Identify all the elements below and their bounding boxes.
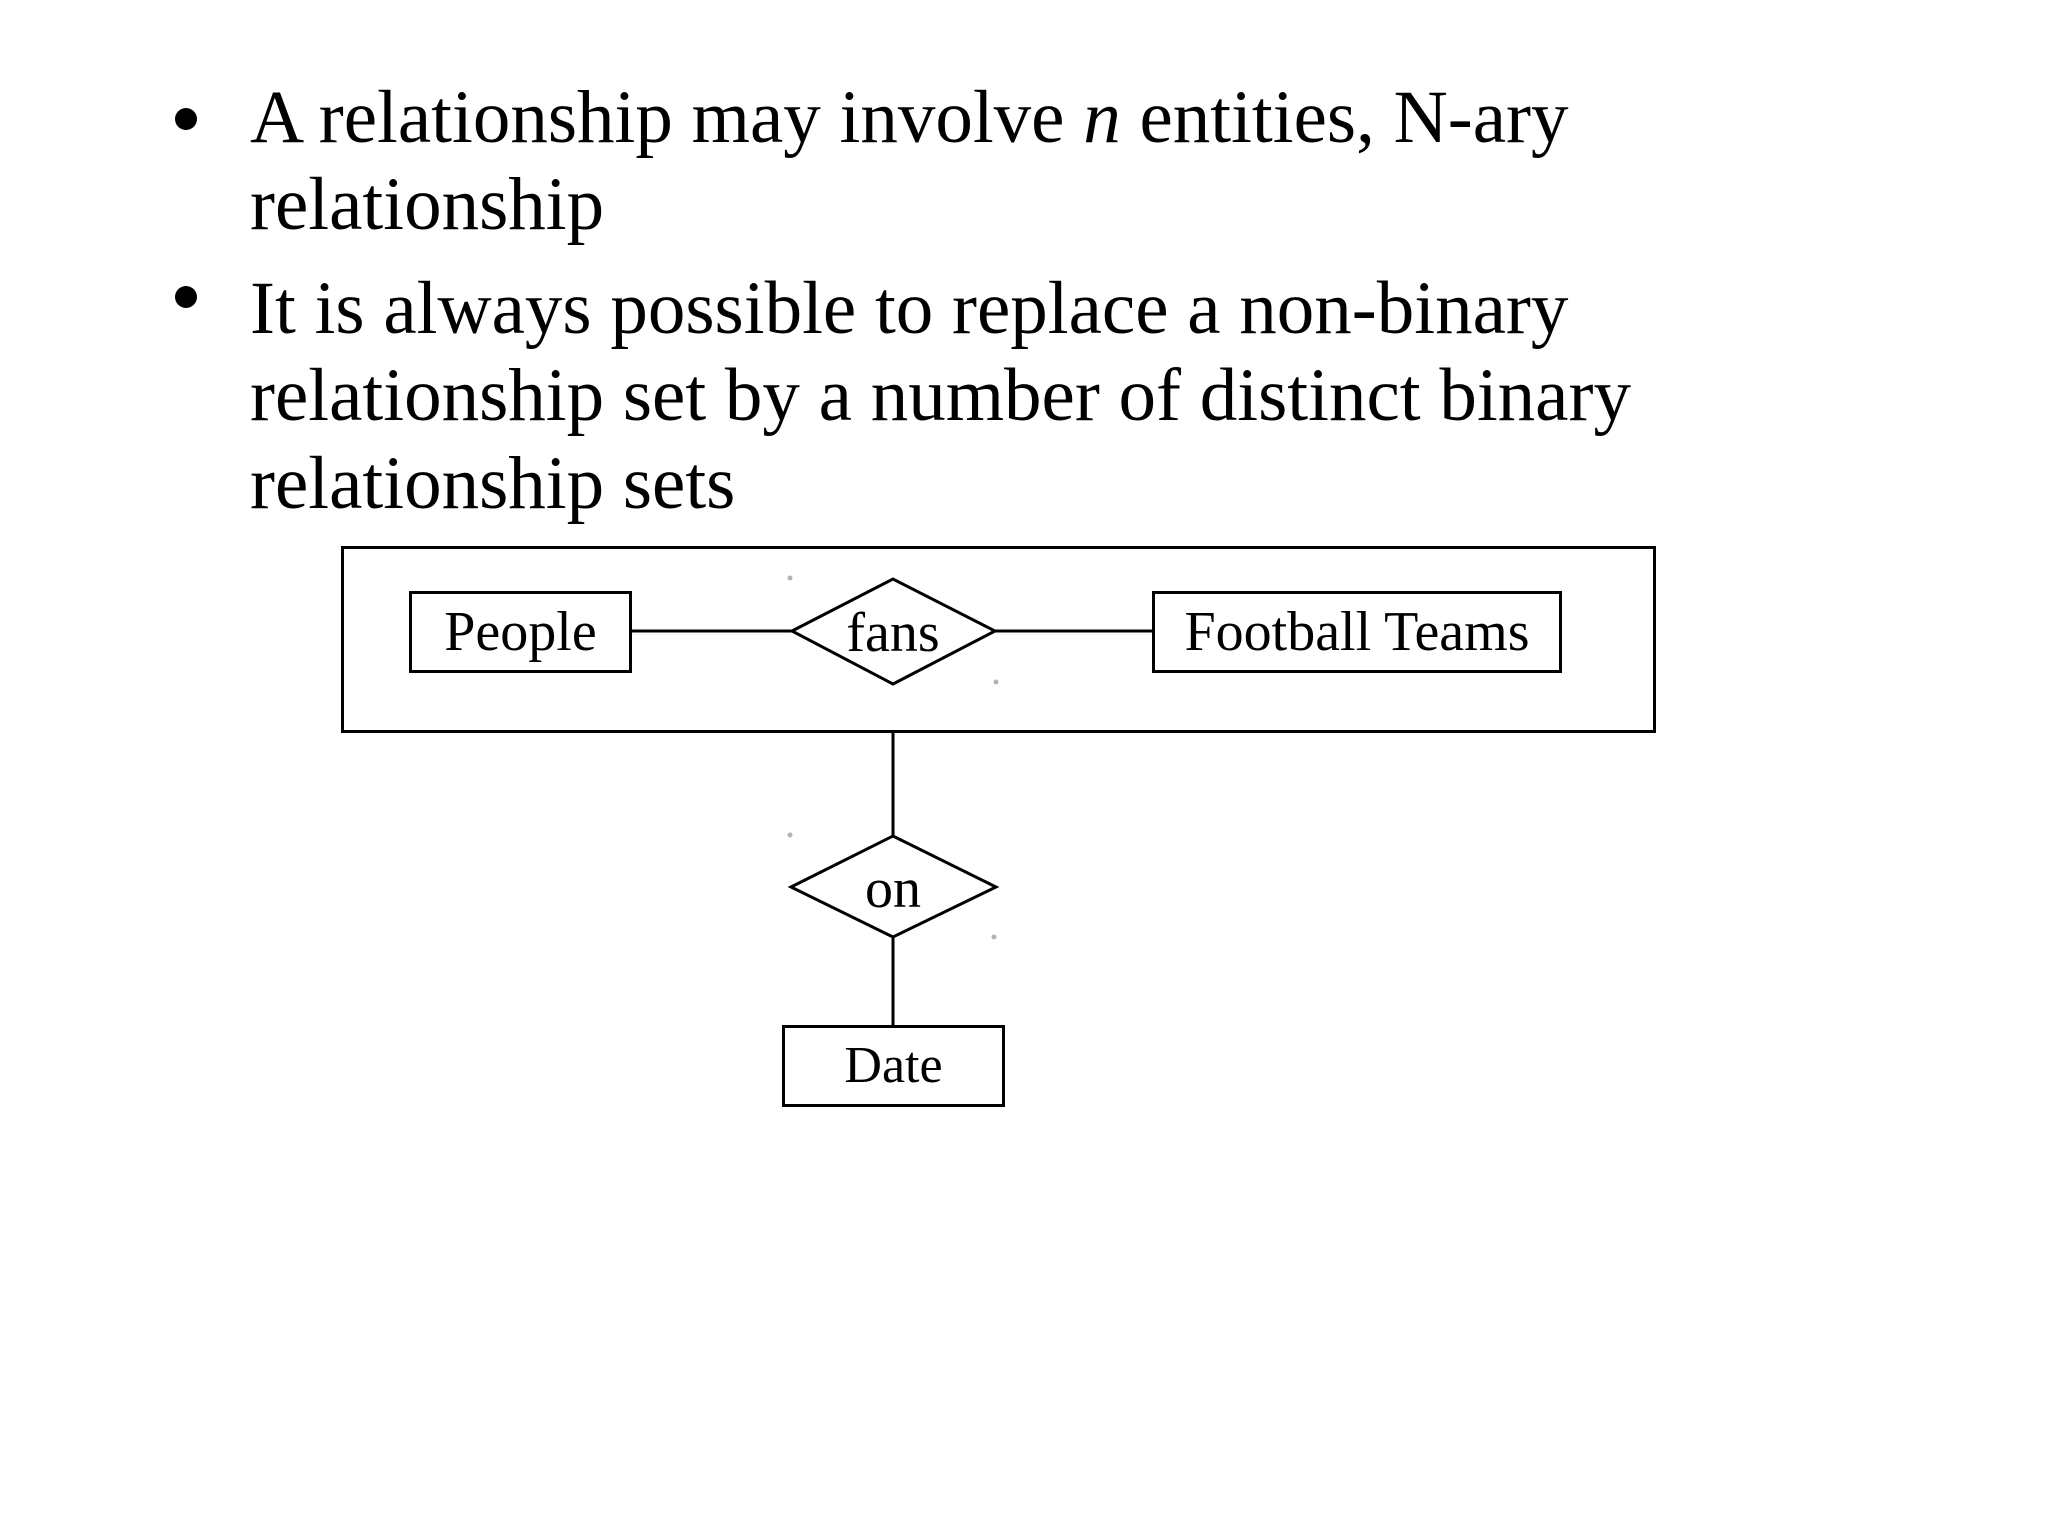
bullet-dot-2 xyxy=(175,286,197,308)
bullet1-line1-post: entities, N-ary xyxy=(1120,76,1569,159)
entity-box-football-teams: Football Teams xyxy=(1152,591,1562,673)
bullet-dot-1 xyxy=(175,108,197,130)
relationship-diamond-fans xyxy=(788,577,999,686)
bullet1-line1: A relationship may involve n entities, N… xyxy=(250,74,1568,162)
artifact-mark xyxy=(991,934,997,940)
entity-label-date: Date xyxy=(844,1037,943,1094)
artifact-mark xyxy=(787,575,793,581)
bullet1-line2: relationship xyxy=(250,163,605,246)
entity-label-football-teams: Football Teams xyxy=(1184,601,1530,663)
entity-box-people: People xyxy=(409,591,632,673)
artifact-mark xyxy=(787,832,793,838)
entity-box-date: Date xyxy=(782,1025,1005,1107)
aggregation-boundary-box xyxy=(341,546,1656,733)
bullet2-line1: It is always possible to replace a non-b… xyxy=(250,267,1569,350)
relationship-diamond-on xyxy=(787,834,1000,939)
bullet2-line2: relationship set by a number of distinct… xyxy=(250,354,1631,437)
entity-label-people: People xyxy=(444,601,597,663)
relationship-label-fans: fans xyxy=(846,602,940,664)
bullet1-line1-pre: A relationship may involve xyxy=(250,76,1084,159)
artifact-mark xyxy=(993,679,999,685)
bullet2-line3: relationship sets xyxy=(250,442,736,525)
relationship-label-on: on xyxy=(865,858,921,920)
bullet1-line1-variable-n: n xyxy=(1083,76,1121,159)
